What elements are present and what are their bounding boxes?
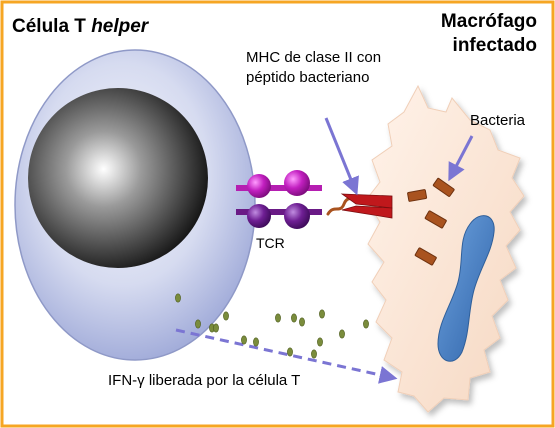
macrophage-nucleus — [437, 215, 495, 362]
ifn-dot — [311, 349, 317, 359]
ifn-dot — [253, 337, 259, 347]
ifn-dot — [291, 313, 297, 323]
t-helper-title: Célula T helper — [12, 16, 148, 39]
ifn-gamma-dots — [175, 293, 369, 359]
mhc-label: MHC de clase II con péptido bacteriano — [246, 48, 381, 87]
tcr-domain — [247, 174, 271, 198]
ifn-dot — [363, 319, 369, 329]
mhc-label-line1: MHC de clase II con — [246, 49, 382, 66]
ifn-dot — [223, 311, 229, 321]
bacterium — [424, 210, 447, 229]
t-helper-title-italic: helper — [91, 16, 149, 37]
ifn-dot — [175, 293, 181, 303]
macrophage-title: Macrófago infectado — [441, 10, 537, 58]
arrow-to-mhc — [324, 117, 359, 196]
t-helper-title-plain: Célula T — [12, 16, 92, 37]
ifn-dot — [339, 329, 345, 339]
ifn-gamma-label: IFN-γ liberada por la célula T — [108, 372, 301, 389]
mhc-label-line2: péptido bacteriano — [246, 68, 370, 86]
tcr-domain — [247, 204, 271, 228]
ifn-dot — [317, 337, 323, 347]
bacteria-group — [407, 177, 455, 266]
tcr-stem-bottom — [236, 209, 322, 215]
ifn-dot — [195, 319, 201, 329]
bacteria-label: Bacteria — [470, 112, 526, 129]
tcr-stem-top — [236, 185, 322, 191]
ifn-dot — [319, 309, 325, 319]
tcr-label: TCR — [256, 235, 285, 251]
tcr-receptor — [247, 170, 310, 229]
tcr-domain — [284, 170, 310, 196]
ifn-dot — [287, 347, 293, 357]
bacterium — [414, 247, 437, 266]
ifn-dot — [213, 323, 219, 333]
ifn-dot — [275, 313, 281, 323]
macrophage-cell — [365, 84, 525, 413]
t-cell-nucleus — [28, 88, 208, 268]
bacterium — [407, 189, 428, 202]
bacterium — [432, 177, 455, 197]
arrow-to-bacteria — [448, 135, 474, 182]
arrow-ifn-release — [175, 328, 398, 384]
ifn-dot — [241, 335, 247, 345]
mhc-class-ii — [341, 205, 393, 219]
ifn-dot — [299, 317, 305, 327]
tcr-domain — [284, 203, 310, 229]
macrophage-title-line2: infectado — [452, 34, 537, 56]
macrophage-title-line1: Macrófago — [440, 11, 537, 32]
